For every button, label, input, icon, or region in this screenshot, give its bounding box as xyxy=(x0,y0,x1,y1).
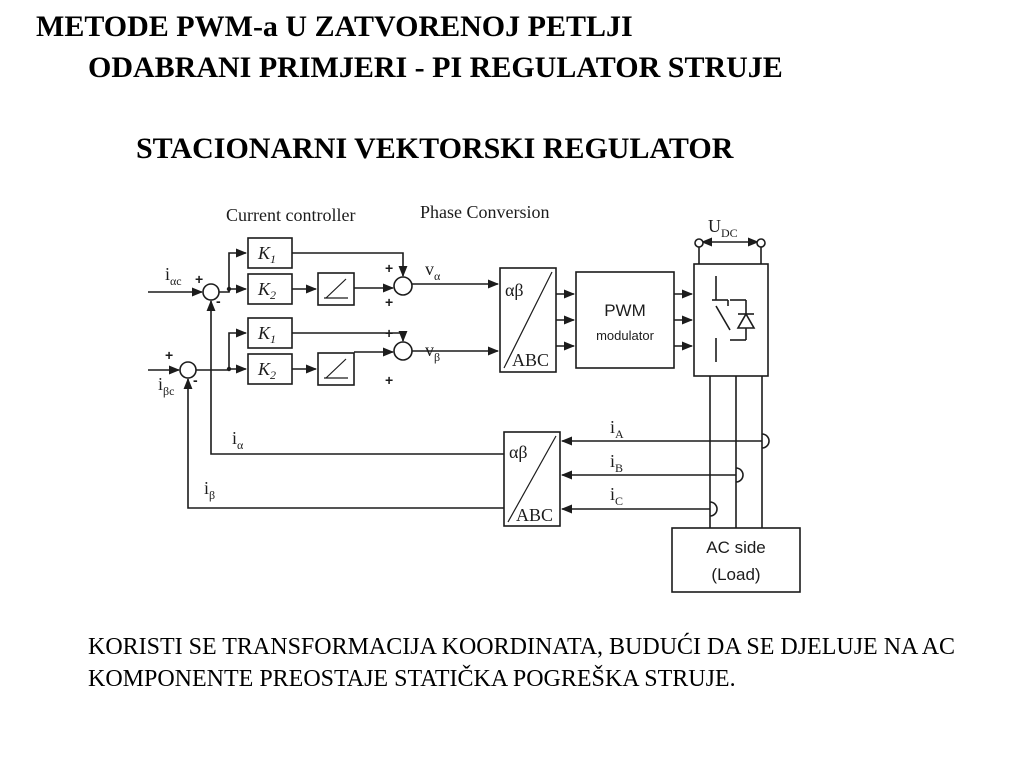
abc-to-alpha-beta-diagonal xyxy=(507,435,557,523)
error-sum-beta xyxy=(179,361,197,379)
gain-k2-beta xyxy=(247,353,293,385)
ic-label: iC xyxy=(610,484,623,508)
wire-k1-to-sum-beta xyxy=(292,330,408,343)
current-controller-label: Current controller xyxy=(226,205,355,225)
pwm-label: PWM xyxy=(604,301,646,320)
slide-title: METODE PWM-a U ZATVORENOJ PETLJI xyxy=(36,10,633,43)
gain-k1-beta-label: K1 xyxy=(257,323,276,346)
ia-label: iA xyxy=(610,417,624,441)
wire-to-k2-alpha xyxy=(228,284,248,294)
ac-side-label: AC side xyxy=(706,538,766,557)
beta-channel: + - iβc K1 K2 + + vβ xyxy=(148,317,500,398)
i-alpha-feedback-label: iα xyxy=(232,428,244,452)
slide-title-line2: ODABRANI PRIMJERI - PI REGULATOR STRUJE xyxy=(88,51,783,84)
input-i-beta-c-label: iβc xyxy=(158,374,174,398)
sum-beta-minus-sign: - xyxy=(193,372,198,388)
switch-symbol xyxy=(712,276,731,362)
alpha-beta-to-abc-bottom-label: ABC xyxy=(512,350,549,370)
gain-k2-beta-label: K2 xyxy=(257,359,276,382)
pi-sum-alpha xyxy=(393,276,413,296)
current-sensor-c xyxy=(709,501,718,517)
gain-k1-alpha-label: K1 xyxy=(257,243,276,266)
sum-alpha-plus-sign: + xyxy=(195,271,203,287)
pi-sum-alpha-plus-top: + xyxy=(385,260,393,276)
wire-to-k1-alpha xyxy=(219,248,248,293)
alpha-beta-to-abc-diagonal xyxy=(503,271,553,369)
gain-k1-beta xyxy=(247,317,293,349)
i-beta-feedback-label: iβ xyxy=(204,478,215,502)
abc-to-alpha-beta-bottom-label: ABC xyxy=(516,505,553,525)
v-alpha-label: vα xyxy=(425,259,441,283)
current-sensor-a xyxy=(761,433,770,449)
diode-symbol xyxy=(730,299,756,341)
abc-to-alpha-beta-block xyxy=(503,431,561,527)
pi-sum-beta xyxy=(393,341,413,361)
ac-side-load-block xyxy=(671,527,801,593)
i-beta-feedback-wire xyxy=(183,377,504,509)
pi-sum-beta-plus-top: + xyxy=(385,325,393,341)
dc-terminal-negative xyxy=(756,238,766,248)
integrator-beta-ramp xyxy=(325,358,347,379)
integrator-alpha-ramp xyxy=(325,278,347,299)
dc-terminal-positive xyxy=(694,238,704,248)
pwm-modulator-block xyxy=(575,271,675,369)
gain-k2-alpha-label: K2 xyxy=(257,279,276,302)
alpha-beta-to-abc-top-label: αβ xyxy=(505,280,524,300)
pi-sum-alpha-plus-bottom: + xyxy=(385,294,393,310)
i-alpha-feedback-wire xyxy=(206,299,504,455)
junction-beta xyxy=(226,366,232,372)
pi-sum-beta-plus-bottom: + xyxy=(385,372,393,388)
modulator-label: modulator xyxy=(596,328,654,343)
slide-subtitle: STACIONARNI VEKTORSKI REGULATOR xyxy=(136,132,734,165)
body-text: KORISTI SE TRANSFORMACIJA KOORDINATA, BU… xyxy=(88,634,956,692)
load-label: (Load) xyxy=(711,565,760,584)
junction-alpha xyxy=(226,286,232,292)
vector-current-controller-diagram: Current controller Phase Conversion iαc … xyxy=(148,202,801,593)
error-sum-alpha xyxy=(202,283,220,301)
ib-label: iB xyxy=(610,451,623,475)
current-sensor-b xyxy=(735,467,744,483)
wire-to-k1-beta xyxy=(196,328,248,371)
sum-beta-plus-sign: + xyxy=(165,347,173,363)
input-i-alpha-c-label: iαc xyxy=(165,264,182,288)
v-beta-label: vβ xyxy=(425,340,440,364)
sum-alpha-minus-sign: - xyxy=(216,293,221,309)
udc-label: UDC xyxy=(708,216,738,240)
wire-k1-to-sum-alpha xyxy=(292,252,408,278)
alpha-channel: iαc + - K1 K2 + + vα xyxy=(148,237,500,310)
abc-to-alpha-beta-top-label: αβ xyxy=(509,442,528,462)
phase-conversion-label: Phase Conversion xyxy=(420,202,550,222)
inverter-block xyxy=(693,263,769,377)
